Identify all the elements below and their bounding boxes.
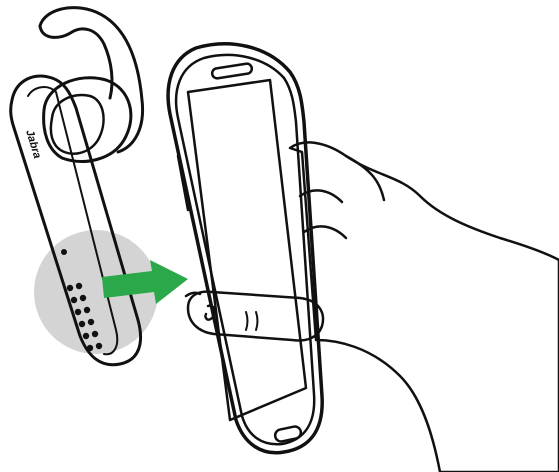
phone-earpiece: [211, 63, 252, 79]
hand-icon: [186, 142, 559, 472]
headset-brand-label: Jabra: [23, 128, 43, 160]
smartphone-icon: [168, 44, 322, 453]
headset-button: [61, 249, 67, 255]
phone-home-button: [274, 425, 302, 442]
